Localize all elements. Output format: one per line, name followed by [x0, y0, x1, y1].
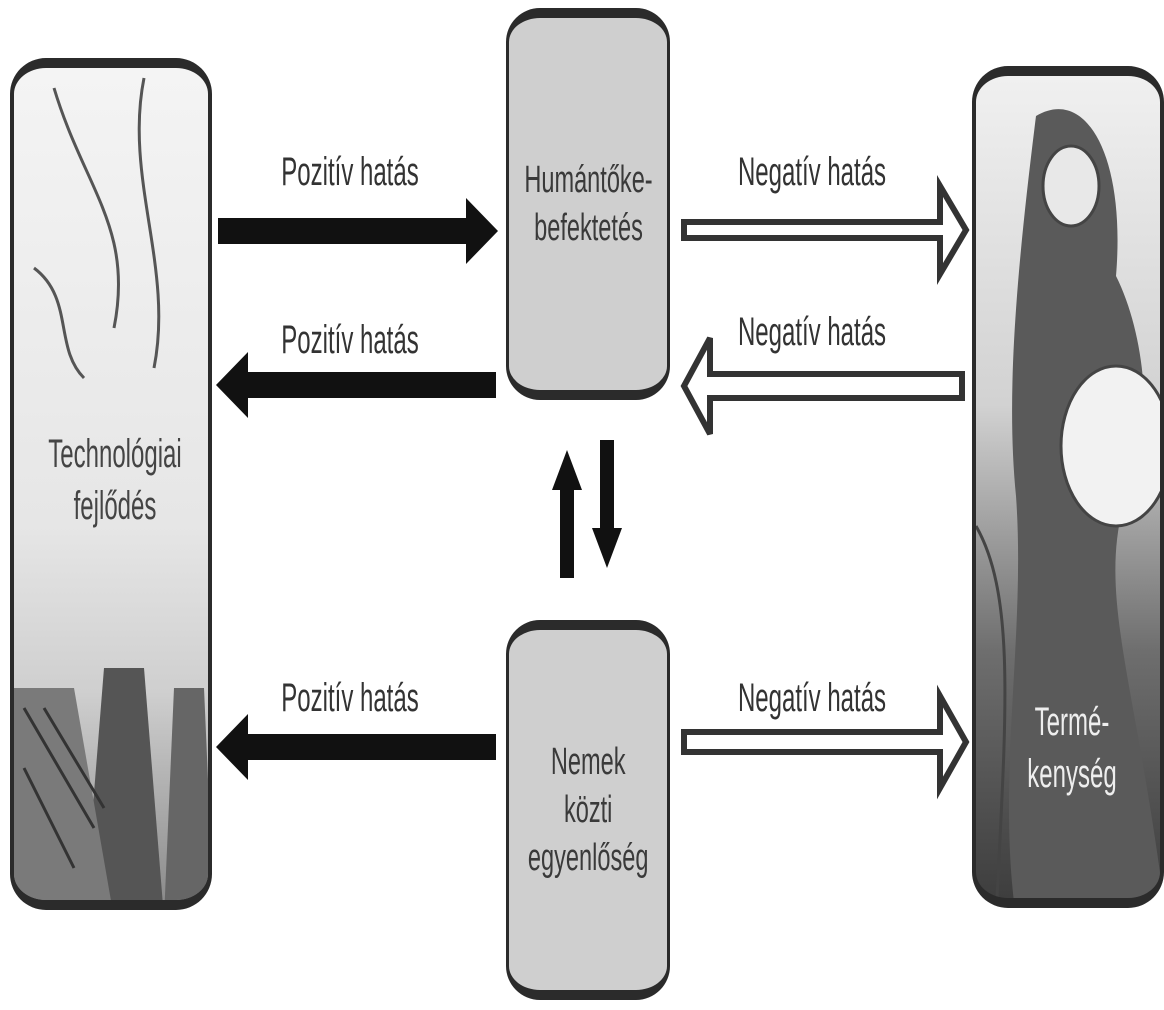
arrow-gender-to-human — [552, 450, 582, 578]
label-human-to-tech: Pozitív hatás — [260, 318, 440, 362]
arrow-human-to-fertility — [684, 186, 966, 274]
label-tech-to-human: Pozitív hatás — [260, 150, 440, 194]
arrow-gender-to-tech — [216, 714, 496, 780]
label-gender-to-tech: Pozitív hatás — [260, 676, 440, 720]
arrow-tech-to-human — [218, 198, 498, 264]
label-human-to-fertility: Negatív hatás — [722, 150, 902, 194]
label-gender-to-fertility: Negatív hatás — [722, 676, 902, 720]
arrow-human-to-gender — [592, 440, 622, 568]
label-fertility-to-human: Negatív hatás — [722, 310, 902, 354]
